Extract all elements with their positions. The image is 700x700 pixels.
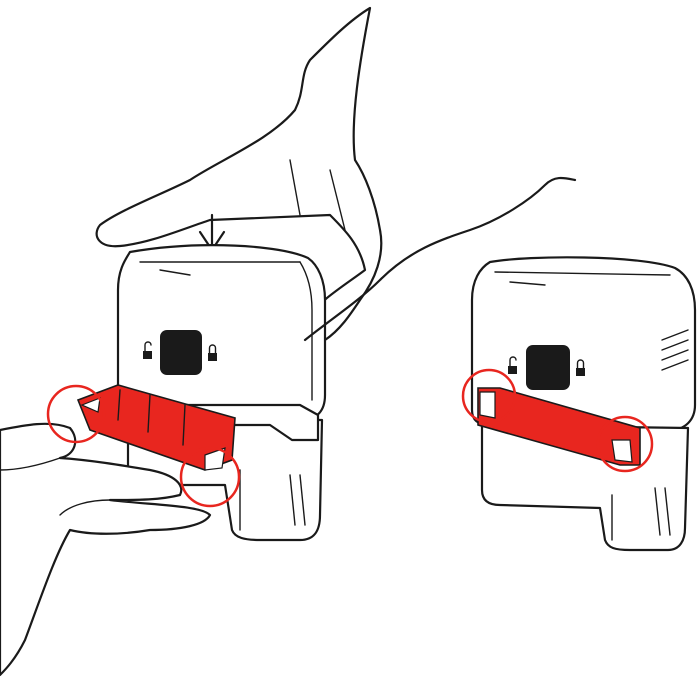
lock-closed-icon <box>576 359 585 376</box>
lock-slider[interactable] <box>160 330 202 375</box>
background-hand <box>303 176 577 342</box>
holding-hand <box>0 422 212 677</box>
right-stamp <box>303 176 697 552</box>
lock-open-icon <box>508 356 517 374</box>
lock-closed-icon <box>208 344 217 361</box>
highlight-circle <box>46 384 106 444</box>
left-stamp-body <box>116 244 327 422</box>
left-stamp <box>0 6 383 677</box>
lock-open-icon <box>143 341 152 359</box>
lock-slider[interactable] <box>526 345 570 390</box>
highlight-circle <box>461 368 517 424</box>
ink-pad-right <box>477 387 641 466</box>
highlight-circle <box>179 446 241 508</box>
highlight-circle <box>596 415 654 473</box>
